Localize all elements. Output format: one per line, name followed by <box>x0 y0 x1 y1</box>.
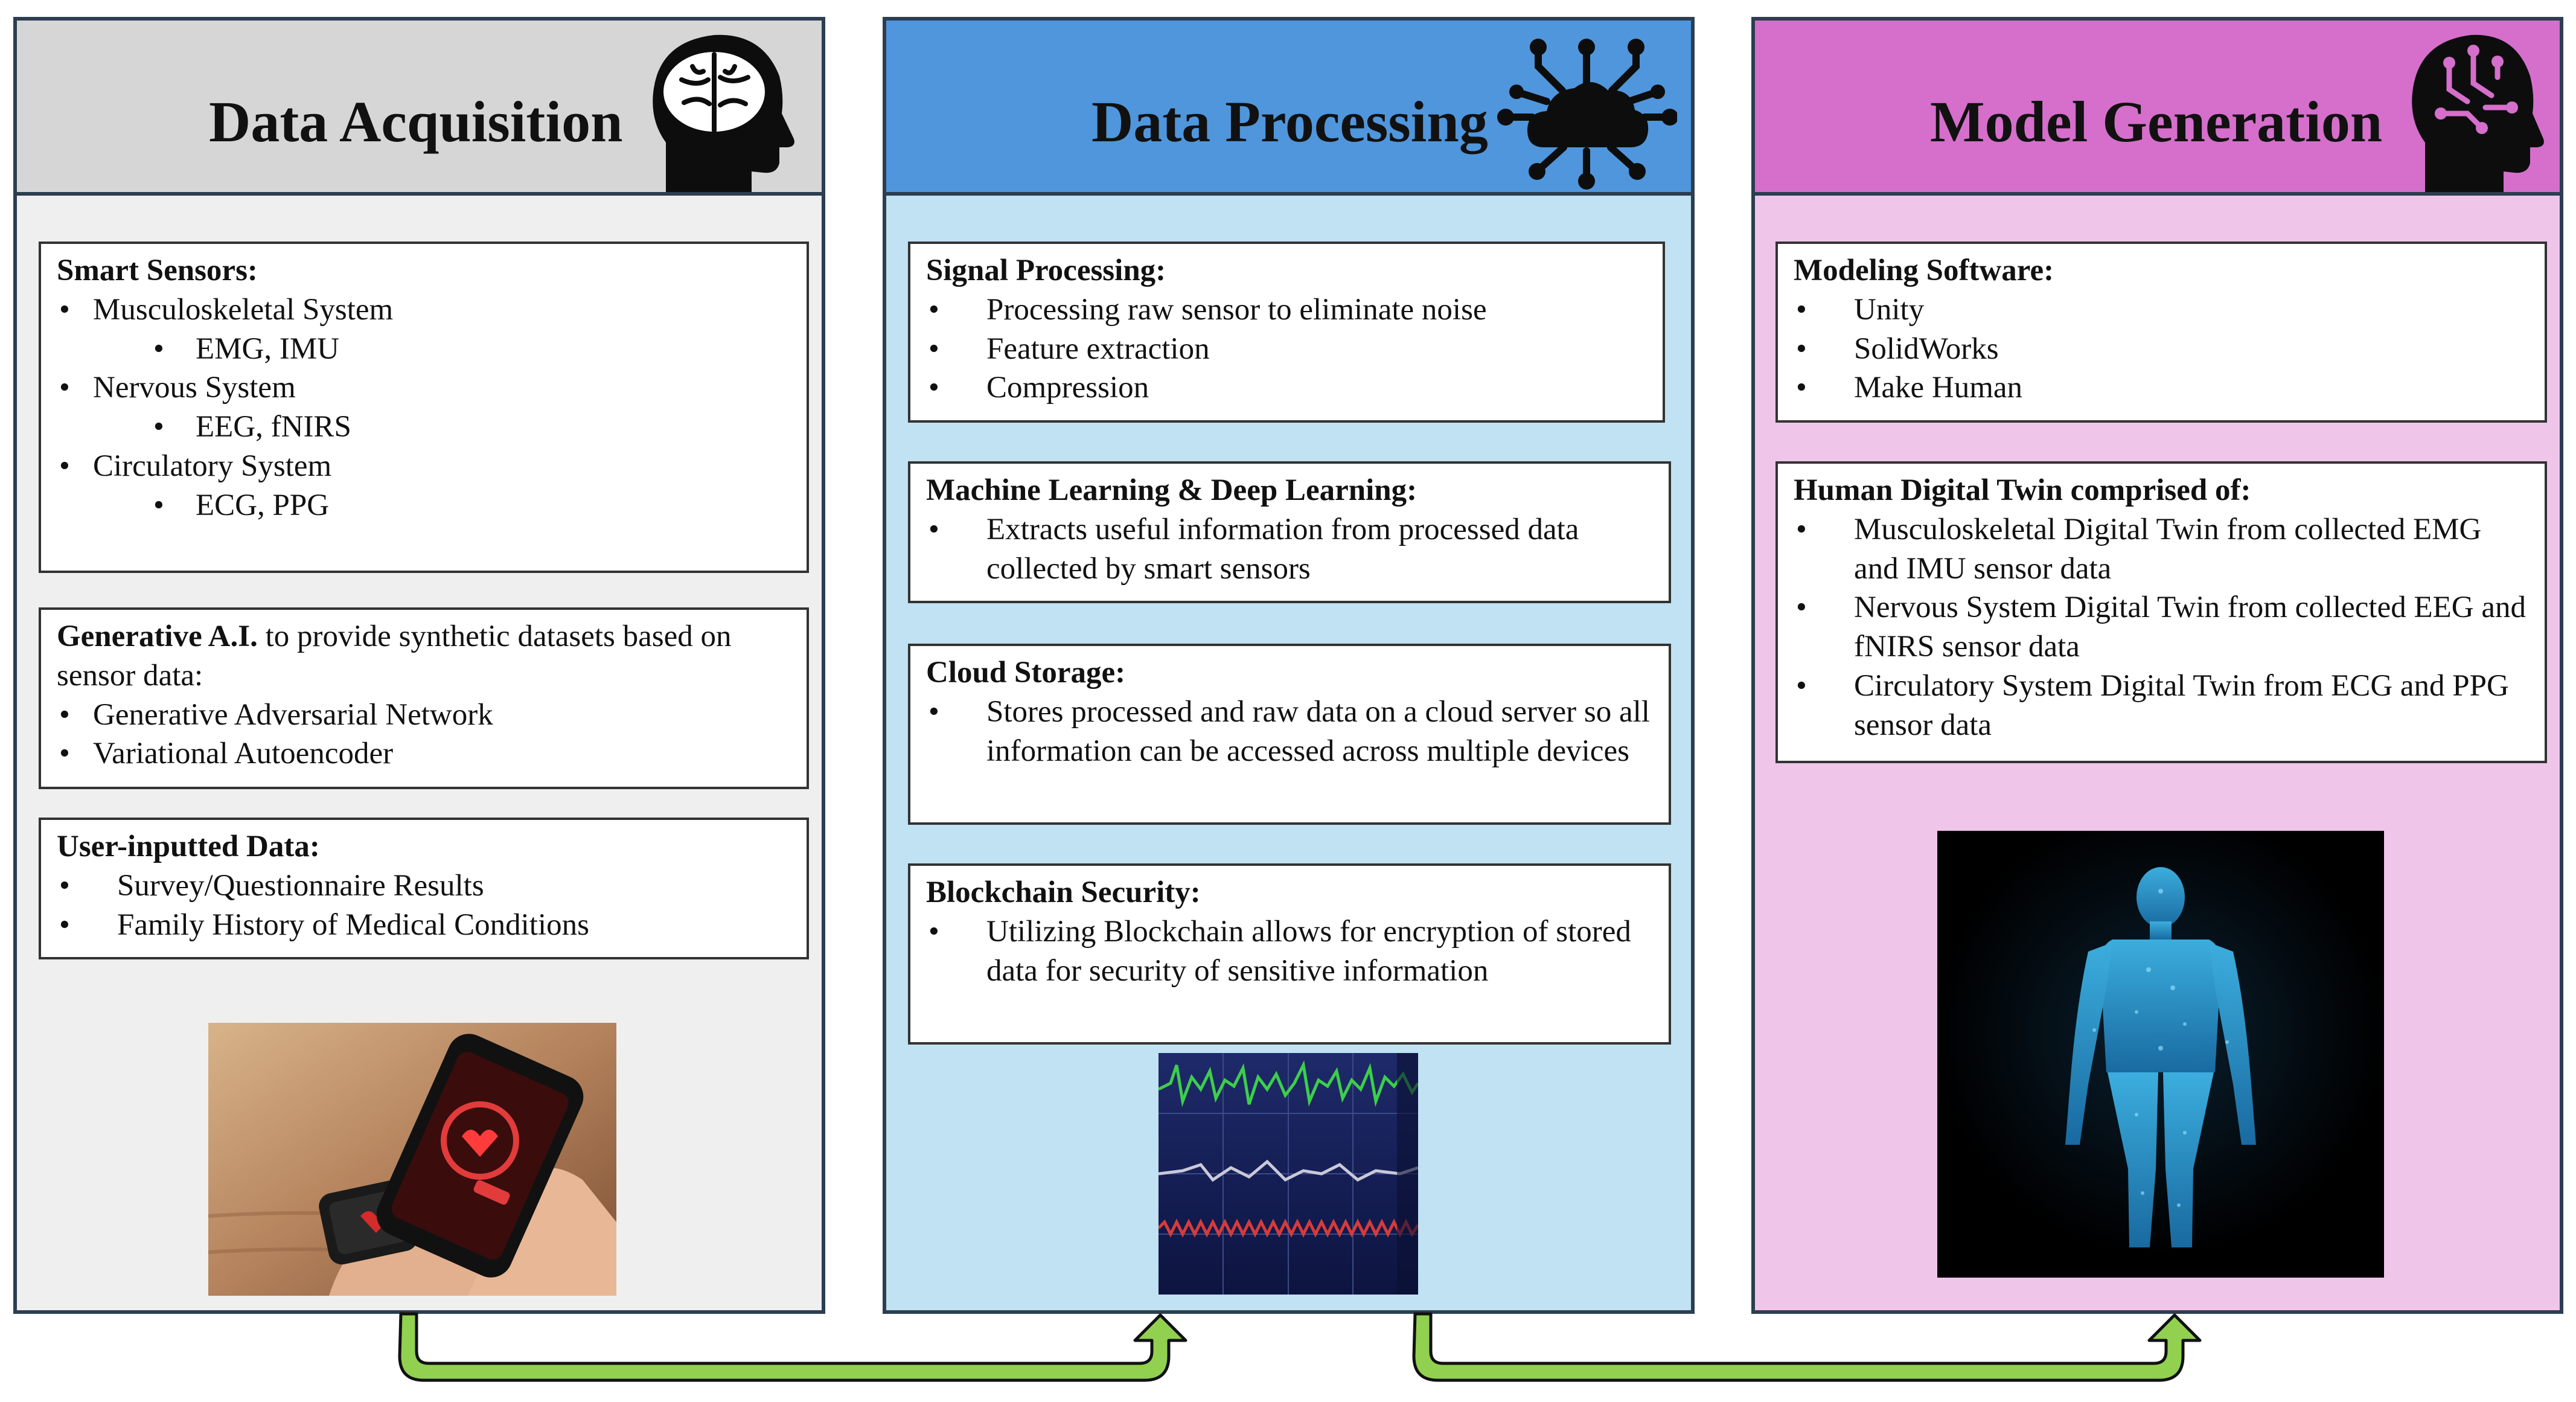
ai-circuit-head-icon <box>2412 34 2544 192</box>
signal-waveform-monitor-photo <box>1159 1053 1418 1295</box>
box-heading: Modeling Software: <box>1794 254 2054 287</box>
box-heading: Generative A.I. <box>57 619 258 653</box>
acquisition-to-processing-arrow <box>398 1312 1187 1382</box>
list-item: Survey/Questionnaire Results <box>57 866 791 906</box>
smart-sensors-box: Smart Sensors: Musculoskeletal System EM… <box>39 242 809 573</box>
box-heading: Human Digital Twin comprised of: <box>1794 473 2251 507</box>
column-title: Data Processing <box>1091 89 1488 154</box>
modeling-software-box: Modeling Software: Unity SolidWorks Make… <box>1775 242 2547 423</box>
model-generation-column: Model Generation Modeling Software: Unit… <box>1751 17 2563 1314</box>
generative-ai-box: Generative A.I. to provide synthetic dat… <box>39 607 809 789</box>
cloud-network-icon <box>1497 39 1677 190</box>
data-acquisition-header: Data Acquisition <box>17 21 822 196</box>
data-processing-header: Data Processing <box>886 21 1691 196</box>
model-generation-header: Model Generation <box>1755 21 2560 196</box>
smartwatch-phone-heart-photo <box>208 1023 616 1296</box>
list-item: Feature extraction <box>926 330 1647 369</box>
list-item: Musculoskeletal Digital Twin from collec… <box>1794 510 2529 589</box>
processing-to-generation-arrow <box>1412 1312 2202 1382</box>
list-item: Circulatory System Digital Twin from ECG… <box>1794 667 2529 745</box>
list-item: Musculoskeletal System <box>57 290 791 330</box>
box-heading: Machine Learning & Deep Learning: <box>926 473 1417 507</box>
box-heading-line: Generative A.I. to provide synthetic dat… <box>57 617 791 696</box>
list-item: EEG, fNIRS <box>57 408 791 447</box>
list-item: Nervous System <box>57 368 791 408</box>
box-heading: Blockchain Security: <box>926 875 1201 909</box>
box-heading: Smart Sensors: <box>57 254 258 287</box>
list-item: Family History of Medical Conditions <box>57 906 791 945</box>
digital-human-body-photo <box>1937 831 2384 1278</box>
blockchain-security-box: Blockchain Security: Utilizing Blockchai… <box>908 863 1671 1045</box>
data-processing-column: Data Processing Signal Processing: Proce… <box>883 17 1695 1314</box>
column-title: Data Acquisition <box>209 89 623 154</box>
list-item: SolidWorks <box>1794 330 2529 369</box>
human-digital-twin-box: Human Digital Twin comprised of: Musculo… <box>1775 461 2547 763</box>
list-item: ECG, PPG <box>57 486 791 525</box>
cloud-storage-box: Cloud Storage: Stores processed and raw … <box>908 644 1671 825</box>
list-item: Circulatory System <box>57 447 791 486</box>
box-heading: Signal Processing: <box>926 254 1166 287</box>
machine-learning-box: Machine Learning & Deep Learning: Extrac… <box>908 461 1671 603</box>
box-heading: Cloud Storage: <box>926 656 1126 690</box>
list-item: Nervous System Digital Twin from collect… <box>1794 588 2529 667</box>
list-item: Compression <box>926 368 1647 408</box>
list-item: Make Human <box>1794 368 2529 408</box>
box-heading-rest: to provide synthetic datasets based on s… <box>57 619 732 693</box>
list-item: Unity <box>1794 290 2529 330</box>
list-item: EMG, IMU <box>57 330 791 369</box>
user-inputted-data-box: User-inputted Data: Survey/Questionnaire… <box>39 818 809 959</box>
list-item: Variational Autoencoder <box>57 734 791 773</box>
data-acquisition-column: Data Acquisition Smart Sensors: Musculos… <box>13 17 825 1314</box>
list-item: Stores processed and raw data on a cloud… <box>926 693 1653 771</box>
list-item: Processing raw sensor to eliminate noise <box>926 290 1647 330</box>
signal-processing-box: Signal Processing: Processing raw sensor… <box>908 242 1665 423</box>
list-item: Utilizing Blockchain allows for encrypti… <box>926 912 1653 991</box>
column-title: Model Generation <box>1930 89 2383 154</box>
box-heading: User-inputted Data: <box>57 830 320 863</box>
brain-head-icon <box>653 34 794 192</box>
list-item: Extracts useful information from process… <box>926 510 1653 589</box>
list-item: Generative Adversarial Network <box>57 696 791 735</box>
